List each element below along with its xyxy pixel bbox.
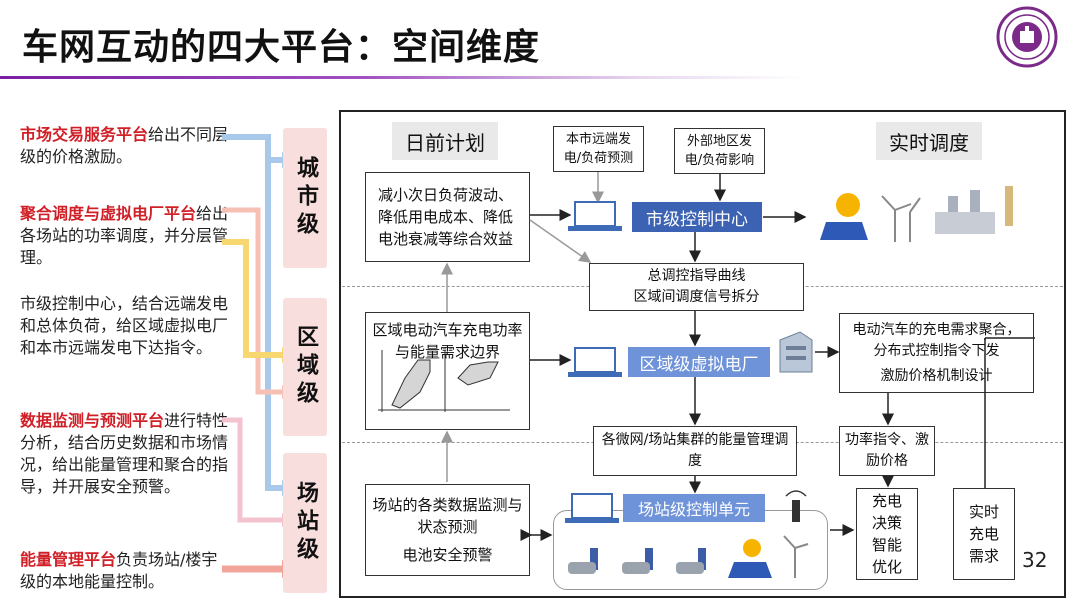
realtime-demand-box: 实时充电需求: [953, 488, 1015, 580]
market-platform-note: 市场交易服务平台给出不同层级的价格激励。: [20, 125, 229, 166]
university-seal-logo: [996, 6, 1058, 68]
region-boundary-label: 区域电动汽车充电功率与能量需求边界: [372, 321, 523, 361]
ev-demand-line3: 激励价格机制设计: [880, 367, 993, 384]
ev-demand-box: 电动汽车的充电需求聚合， 分布式控制指令下发 激励价格机制设计: [839, 313, 1034, 393]
level-station: 场站级: [283, 453, 327, 593]
page-number: 32: [1022, 548, 1048, 572]
city-control-note: 市级控制中心，结合远端发电和总体负荷，给区域虚拟电厂和本市远端发电下达指令。: [20, 294, 229, 357]
header-day-ahead: 日前计划: [392, 122, 498, 160]
monitoring-platform-note: 数据监测与预测平台进行特性分析，结合历史数据和市场情况，给出能量管理和聚合的指导…: [20, 411, 229, 496]
microgrid-energy-box: 各微网/场站集群的能量管理调度: [593, 426, 797, 476]
station-control-unit: 场站级控制单元: [623, 494, 765, 522]
power-command-box: 功率指令、激励价格: [839, 426, 935, 476]
charge-optimize-box: 充电决策智能优化: [856, 488, 918, 580]
level-city: 城市级: [283, 128, 327, 268]
station-monitor-box: 场站的各类数据监测与状态预测 电池安全预警: [365, 484, 530, 576]
page-title: 车网互动的四大平台：空间维度: [22, 27, 541, 68]
dispatch-curve-line2: 区域间调度信号拆分: [633, 289, 760, 305]
battery-warning-label: 电池安全预警: [402, 546, 493, 564]
dispatch-curve-box: 总调控指导曲线 区域间调度信号拆分: [589, 263, 804, 311]
level-region: 区域级: [283, 298, 327, 436]
region-boundary-box: 区域电动汽车充电功率与能量需求边界: [365, 312, 530, 430]
energy-platform-note: 能量管理平台负责场站/楼宇级的本地能量控制。: [20, 550, 218, 591]
ev-demand-line2: 分布式控制指令下发: [873, 342, 1000, 359]
day-ahead-goal-box: 减小次日负荷波动、降低用电成本、降低电池衰减等综合效益: [365, 172, 530, 262]
station-equipment-group: [553, 510, 828, 590]
ev-demand-line1: 电动汽车的充电需求聚合，: [852, 321, 1021, 338]
title-underline: [0, 76, 805, 79]
dispatch-curve-line1: 总调控指导曲线: [647, 268, 746, 284]
aggregation-platform-note: 聚合调度与虚拟电厂平台给出各场站的功率调度，并分层管理。: [20, 204, 229, 267]
region-vpp: 区域级虚拟电厂: [628, 347, 770, 377]
station-monitor-label: 场站的各类数据监测与状态预测: [372, 496, 523, 536]
local-forecast-box: 本市远端发电/负荷预测: [553, 126, 644, 172]
city-control-center: 市级控制中心: [632, 202, 762, 232]
platform-flow-arrows: [222, 134, 296, 578]
external-region-box: 外部地区发电/负荷影响: [674, 128, 765, 174]
header-realtime: 实时调度: [876, 122, 982, 160]
